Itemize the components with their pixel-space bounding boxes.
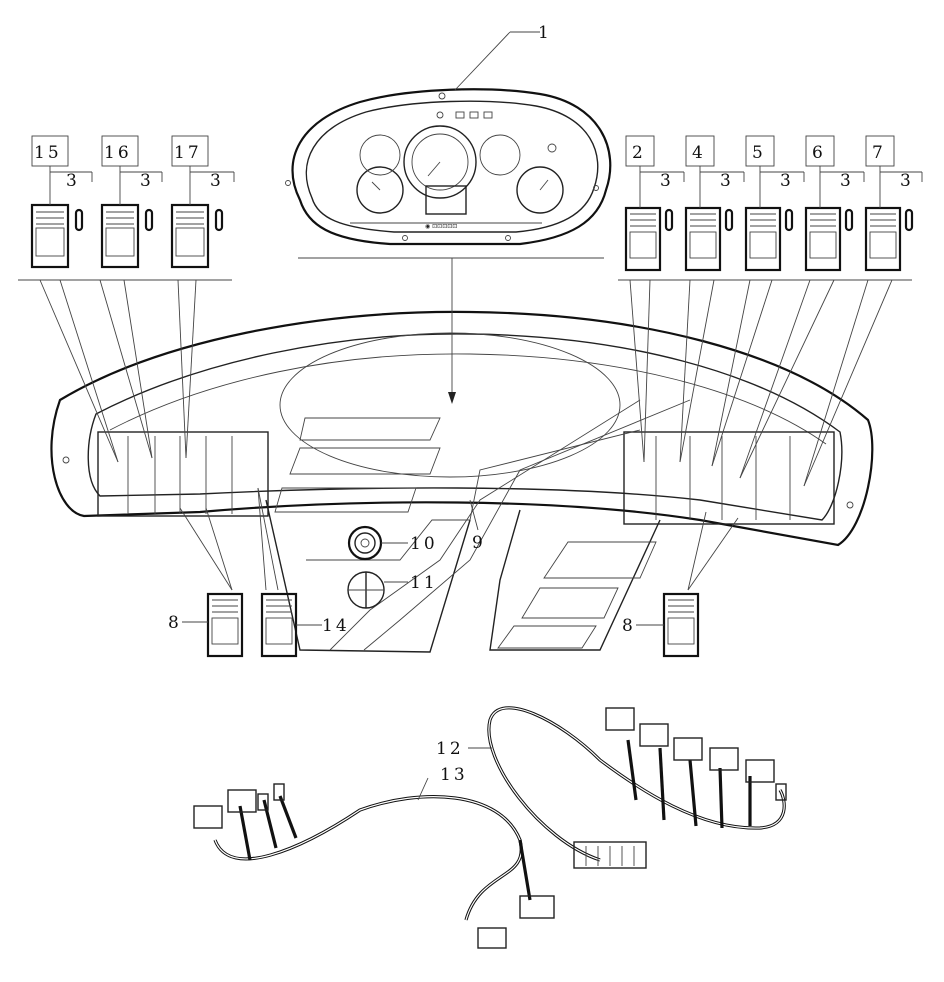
callout-14: 14 — [322, 616, 350, 636]
callout-12: 12 — [436, 739, 464, 759]
wiring-harness-13 — [193, 783, 555, 949]
callout-3e: 3 — [720, 171, 734, 191]
callout-3c: 3 — [210, 171, 224, 191]
center-console — [265, 399, 691, 653]
callout-3b: 3 — [140, 171, 154, 191]
callout-15: 15 — [34, 143, 62, 163]
callout-2: 2 — [632, 143, 646, 163]
callout-13: 13 — [440, 765, 468, 785]
leader-1 — [454, 31, 511, 91]
callout-8a: 8 — [168, 613, 182, 633]
callout-3g: 3 — [840, 171, 854, 191]
callout-3d: 3 — [660, 171, 674, 191]
wiring-harness-12 — [487, 706, 787, 869]
right-switch-group — [624, 206, 914, 272]
callout-10: 10 — [410, 534, 438, 554]
callout-1: 1 — [538, 23, 552, 43]
lower-right-switch — [662, 592, 700, 658]
callout-5: 5 — [752, 143, 766, 163]
rotary-switch — [347, 571, 385, 609]
dashboard-panel — [50, 310, 874, 547]
ignition-key-switch — [347, 525, 383, 561]
callout-17: 17 — [174, 143, 202, 163]
callout-3f: 3 — [780, 171, 794, 191]
lower-left-switches — [206, 592, 298, 658]
svg-text:◉ ⊡⊡⊡⊡⊡: ◉ ⊡⊡⊡⊡⊡ — [425, 223, 457, 230]
callout-3a: 3 — [66, 171, 80, 191]
callout-7: 7 — [872, 143, 886, 163]
callout-9: 9 — [472, 533, 486, 553]
callout-6: 6 — [812, 143, 826, 163]
callout-16: 16 — [104, 143, 132, 163]
callout-11: 11 — [410, 573, 438, 593]
callout-4: 4 — [692, 143, 706, 163]
left-switch-group — [30, 203, 224, 269]
callout-8b: 8 — [622, 616, 636, 636]
callout-3h: 3 — [900, 171, 914, 191]
instrument-cluster: ◉ ⊡⊡⊡⊡⊡ — [285, 88, 612, 246]
